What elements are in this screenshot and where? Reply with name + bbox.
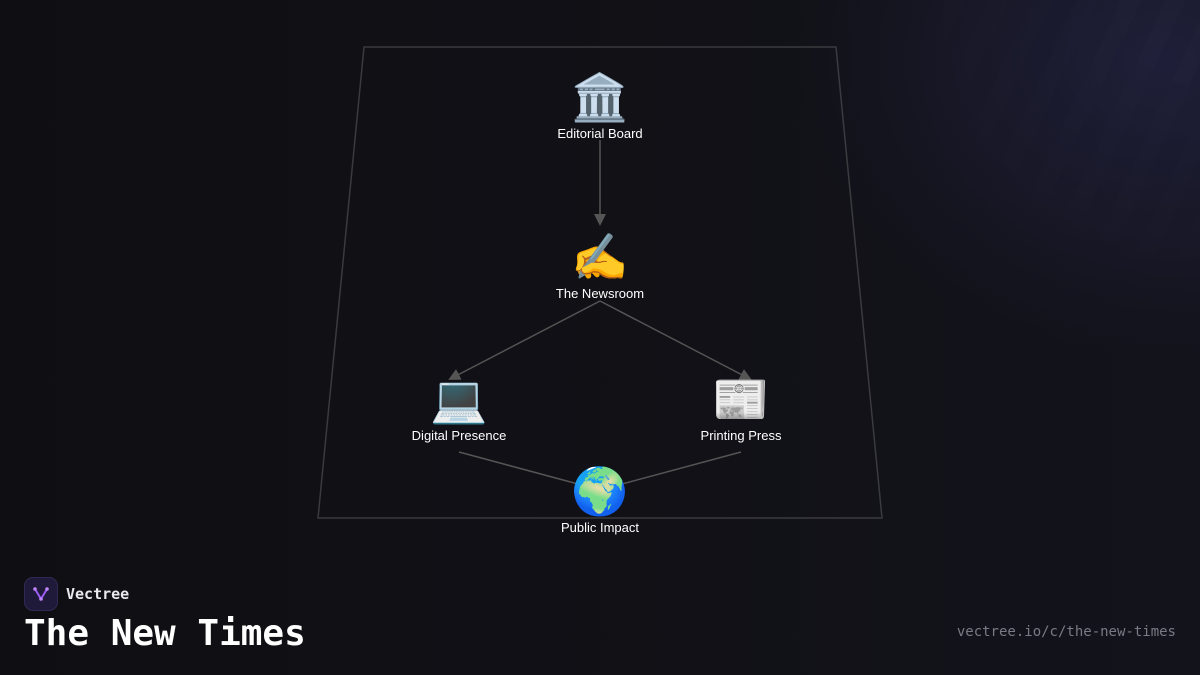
node-label: The Newsroom (555, 286, 645, 301)
node-digital-presence[interactable]: 💻 Digital Presence (359, 372, 559, 443)
vectree-logo-icon (24, 577, 58, 611)
diagram-frame (317, 46, 883, 519)
classical-building-icon: 🏛️ (571, 70, 629, 124)
node-label: Printing Press (700, 428, 782, 443)
node-printing-press[interactable]: 📰 Printing Press (641, 372, 841, 443)
node-label: Public Impact (560, 520, 640, 535)
brand: Vectree (24, 577, 129, 611)
node-editorial-board[interactable]: 🏛️ Editorial Board (500, 70, 700, 141)
globe-icon: 🌍 (571, 464, 629, 518)
edge-newsroom-to-digital-presence (448, 300, 601, 380)
edge-digital-presence-to-public-impact (458, 451, 579, 485)
brand-name: Vectree (66, 585, 130, 603)
edges-layer (448, 140, 752, 485)
edge-printing-press-to-public-impact (621, 451, 742, 485)
page-title: The New Times (24, 613, 306, 654)
newspaper-icon: 📰 (712, 372, 770, 426)
edge-newsroom-to-printing-press (599, 300, 752, 380)
page-url[interactable]: vectree.io/c/the-new-times (956, 624, 1176, 640)
writing-hand-icon: ✍️ (571, 230, 629, 284)
node-public-impact[interactable]: 🌍 Public Impact (500, 464, 700, 535)
node-newsroom[interactable]: ✍️ The Newsroom (500, 230, 700, 301)
laptop-icon: 💻 (430, 372, 488, 426)
node-label: Editorial Board (557, 126, 643, 141)
node-label: Digital Presence (411, 428, 507, 443)
